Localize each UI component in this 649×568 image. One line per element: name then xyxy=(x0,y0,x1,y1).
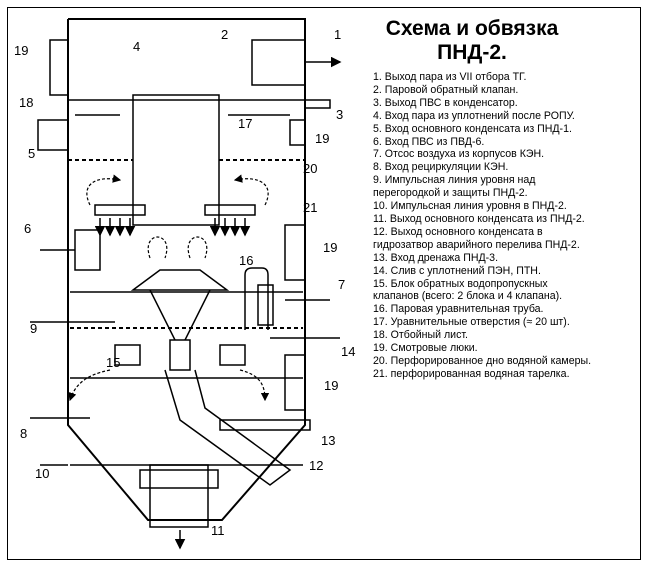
legend-item: 2. Паровой обратный клапан. xyxy=(373,83,519,96)
label-4: 4 xyxy=(133,39,140,54)
callout-labels: 1 2 3 4 5 6 7 8 9 10 11 12 13 14 15 16 1… xyxy=(14,27,355,538)
legend-item: 18. Отбойный лист. xyxy=(373,329,468,342)
legend-item: 9. Импульсная линия уровня над xyxy=(373,174,536,187)
central-funnel xyxy=(130,269,292,486)
flow-arrows xyxy=(68,174,270,402)
label-21: 21 xyxy=(303,200,317,215)
label-6: 6 xyxy=(24,221,31,236)
legend-item: 7. Отсос воздуха из корпусов КЭН. xyxy=(373,148,545,161)
legend-item: 10. Импульсная линия уровня в ПНД-2. xyxy=(373,200,567,213)
label-1: 1 xyxy=(334,27,341,42)
legend-item: 6. Вход ПВС из ПВД-6. xyxy=(373,135,485,148)
label-19a: 19 xyxy=(14,43,28,58)
nozzles xyxy=(30,39,342,466)
valve-blocks xyxy=(114,344,246,366)
legend-item: 11. Выход основного конденсата из ПНД-2. xyxy=(373,212,585,225)
label-19b: 19 xyxy=(315,131,329,146)
legend-item: 15. Блок обратных водопропускных xyxy=(373,277,548,290)
label-14: 14 xyxy=(341,344,355,359)
legend-item: 3. Выход ПВС в конденсатор. xyxy=(373,96,518,109)
label-12: 12 xyxy=(309,458,323,473)
legend-item: 19. Смотровые люки. xyxy=(373,342,478,355)
label-19d: 19 xyxy=(324,378,338,393)
outer-frame xyxy=(7,7,641,560)
equalizing-pipe xyxy=(244,267,274,330)
legend-item: 5. Вход основного конденсата из ПНД-1. xyxy=(373,122,572,135)
legend-item: 1. Выход пара из VII отбора ТГ. xyxy=(373,71,527,83)
label-3: 3 xyxy=(336,107,343,122)
legend-item: 8. Вход рециркуляции КЭН. xyxy=(373,161,509,174)
label-7: 7 xyxy=(338,277,345,292)
legend-item: 21. перфорированная водяная тарелка. xyxy=(373,367,570,380)
label-9: 9 xyxy=(30,321,37,336)
legend-item: 17. Уравнительные отверстия (≈ 20 шт). xyxy=(373,316,570,329)
label-16: 16 xyxy=(239,253,253,268)
perforated-bottoms xyxy=(68,159,305,329)
label-5: 5 xyxy=(28,146,35,161)
label-20: 20 xyxy=(303,161,317,176)
legend-item: 12. Выход основного конденсата в xyxy=(373,225,543,238)
heater-body xyxy=(67,18,306,521)
legend-item: 4. Вход пара из уплотнений после РОПУ. xyxy=(373,109,575,122)
label-18: 18 xyxy=(19,95,33,110)
manholes xyxy=(49,39,305,411)
legend-item: гидрозатвор аварийного перелива ПНД-2. xyxy=(373,238,580,251)
title-line-2: ПНД-2. xyxy=(437,41,507,64)
label-17: 17 xyxy=(238,116,252,131)
spray-arrows xyxy=(94,218,251,237)
label-11: 11 xyxy=(211,523,225,538)
legend-item: 14. Слив с уплотнений ПЭН, ПТН. xyxy=(373,264,541,277)
legend-item: перегородкой и защиты ПНД-2. xyxy=(373,187,528,200)
legend-item: клапанов (всего: 2 блока и 4 клапана). xyxy=(373,290,563,303)
legend-item: 20. Перфорированное дно водяной камеры. xyxy=(373,354,592,367)
title-line-1: Схема и обвязка xyxy=(385,17,559,40)
label-13: 13 xyxy=(321,433,335,448)
label-19c: 19 xyxy=(323,240,337,255)
legend-item: 16. Паровая уравнительная труба. xyxy=(373,303,544,316)
legend-item: 13. Вход дренажа ПНД-3. xyxy=(373,251,499,264)
legend: 1. Выход пара из VII отбора ТГ. 2. Паров… xyxy=(373,71,645,381)
condensate-outlet xyxy=(139,464,219,550)
label-8: 8 xyxy=(20,426,27,441)
internal-plates xyxy=(68,94,305,466)
label-2: 2 xyxy=(221,27,228,42)
diagram-title: Схема и обвязка ПНД-2. xyxy=(372,17,572,65)
label-10: 10 xyxy=(35,466,49,481)
water-trays xyxy=(94,204,256,216)
label-15: 15 xyxy=(106,355,120,370)
